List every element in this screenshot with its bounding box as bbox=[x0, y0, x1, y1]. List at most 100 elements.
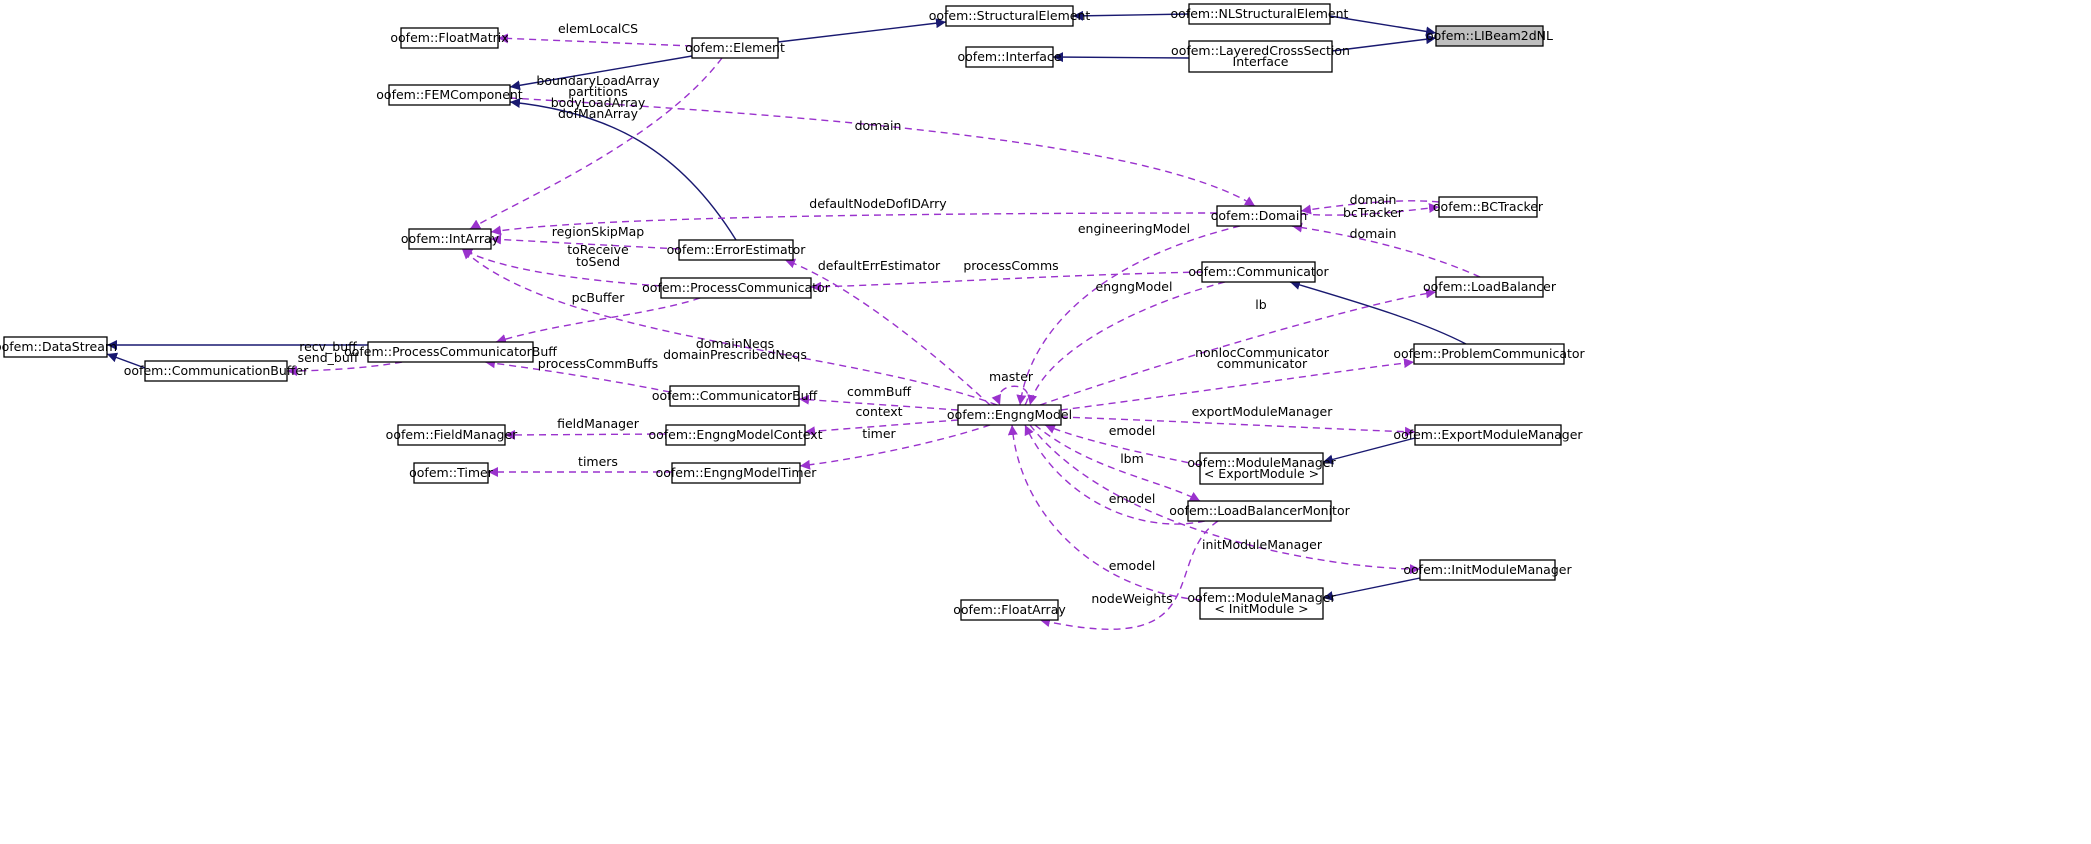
node-label: oofem::EngngModelContext bbox=[648, 427, 822, 442]
node-int-array[interactable]: oofem::IntArray bbox=[401, 228, 500, 250]
node-float-array[interactable]: oofem::FloatArray bbox=[953, 599, 1066, 621]
usage-edge-process-communicator-to-communicator bbox=[810, 271, 1203, 292]
node-box-int-array bbox=[408, 228, 492, 250]
node-box-communicator-buff bbox=[669, 385, 800, 407]
node-box-load-balancer bbox=[1435, 276, 1544, 298]
edge-label: context bbox=[855, 404, 902, 419]
edge-label: commBuff bbox=[847, 384, 911, 399]
edge-label: send_buff bbox=[298, 350, 359, 365]
edges-layer bbox=[106, 10, 1481, 630]
node-box-process-communicator bbox=[660, 277, 812, 299]
edge-label: boundaryLoadArray bbox=[536, 73, 660, 88]
node-label: oofem::LIBeam2dNL bbox=[1426, 28, 1553, 43]
node-box-bc-tracker bbox=[1438, 196, 1538, 218]
node-label: Interface bbox=[1233, 54, 1289, 69]
node-error-estimator[interactable]: oofem::ErrorEstimator bbox=[667, 239, 807, 261]
edge-label: fieldManager bbox=[557, 416, 640, 431]
node-box-structural-element bbox=[945, 5, 1074, 27]
usage-edge-error-estimator-to-engng-model bbox=[784, 258, 991, 406]
node-structural-element[interactable]: oofem::StructuralElement bbox=[929, 5, 1091, 27]
inheritance-edge-module-manager-init-to-init-module-manager bbox=[1322, 577, 1421, 601]
node-label: oofem::FloatArray bbox=[953, 602, 1066, 617]
node-box-engng-model-context bbox=[665, 424, 806, 446]
edge-label: master bbox=[989, 369, 1034, 384]
node-box-communication-buffer bbox=[144, 360, 288, 382]
node-label: oofem::LayeredCrossSection bbox=[1171, 43, 1350, 58]
node-engng-model-context[interactable]: oofem::EngngModelContext bbox=[648, 424, 823, 446]
node-float-matrix[interactable]: oofem::FloatMatrix bbox=[390, 27, 509, 49]
node-engng-model-timer[interactable]: oofem::EngngModelTimer bbox=[656, 462, 818, 484]
node-box-nl-structural-element bbox=[1188, 3, 1331, 25]
node-label: oofem::Interface bbox=[958, 49, 1062, 64]
usage-edge-process-communicator-buff-to-communicator-buff bbox=[484, 358, 671, 393]
node-load-balancer[interactable]: oofem::LoadBalancer bbox=[1423, 276, 1557, 298]
node-process-communicator-buff[interactable]: oofem::ProcessCommunicatorBuff bbox=[344, 341, 557, 363]
node-li-beam2d-nl[interactable]: oofem::LIBeam2dNL bbox=[1426, 25, 1553, 47]
edge-label: pcBuffer bbox=[572, 290, 626, 305]
node-box-engng-model-timer bbox=[671, 462, 801, 484]
node-label: oofem::EngngModel bbox=[947, 407, 1072, 422]
node-box-data-stream bbox=[3, 336, 108, 358]
node-load-balancer-monitor[interactable]: oofem::LoadBalancerMonitor bbox=[1169, 500, 1351, 522]
node-engng-model[interactable]: oofem::EngngModel bbox=[947, 404, 1072, 426]
node-timer[interactable]: oofem::Timer bbox=[409, 462, 494, 484]
node-box-init-module-manager bbox=[1419, 559, 1556, 581]
node-init-module-manager[interactable]: oofem::InitModuleManager bbox=[1403, 559, 1572, 581]
node-box-engng-model bbox=[957, 404, 1062, 426]
node-domain[interactable]: oofem::Domain bbox=[1211, 205, 1308, 227]
node-label: oofem::EngngModelTimer bbox=[656, 465, 818, 480]
node-label: oofem::IntArray bbox=[401, 231, 500, 246]
usage-edge-int-array-to-engng-model bbox=[461, 248, 998, 406]
node-data-stream[interactable]: oofem::DataStream bbox=[0, 336, 117, 358]
usage-edge-engng-model-to-engng-model bbox=[991, 385, 1029, 406]
inheritance-edge-nl-structural-element-to-li-beam2d-nl bbox=[1329, 15, 1437, 37]
edge-label: partitions bbox=[568, 84, 628, 99]
edge-label: emodel bbox=[1109, 558, 1156, 573]
edge-label: defaultErrEstimator bbox=[818, 258, 941, 273]
node-communicator-buff[interactable]: oofem::CommunicatorBuff bbox=[652, 385, 818, 407]
node-box-float-array bbox=[960, 599, 1059, 621]
node-interface[interactable]: oofem::Interface bbox=[958, 46, 1062, 68]
node-label: oofem::CommunicationBuffer bbox=[124, 363, 309, 378]
node-box-element bbox=[691, 37, 779, 59]
node-label: oofem::ExportModuleManager bbox=[1393, 427, 1583, 442]
usage-edge-int-array-to-element bbox=[469, 57, 723, 230]
node-export-module-manager[interactable]: oofem::ExportModuleManager bbox=[1393, 424, 1583, 446]
node-box-export-module-manager bbox=[1414, 424, 1562, 446]
node-bc-tracker[interactable]: oofem::BCTracker bbox=[1433, 196, 1544, 218]
node-module-manager-init[interactable]: oofem::ModuleManager< InitModule > bbox=[1187, 587, 1336, 620]
usage-edge-engng-model-to-module-manager-init bbox=[1007, 424, 1201, 601]
usage-edge-load-balancer-monitor-to-engng-model bbox=[1034, 424, 1201, 502]
node-box-float-matrix bbox=[400, 27, 499, 49]
node-module-manager-export[interactable]: oofem::ModuleManager< ExportModule > bbox=[1187, 452, 1336, 485]
edge-label: processCommBuffs bbox=[538, 356, 658, 371]
edge-label: processComms bbox=[963, 258, 1058, 273]
usage-edge-int-array-to-process-communicator bbox=[461, 248, 662, 287]
node-box-problem-communicator bbox=[1413, 343, 1565, 365]
node-fem-component[interactable]: oofem::FEMComponent bbox=[376, 84, 523, 106]
usage-edge-engng-model-to-domain bbox=[1016, 225, 1241, 406]
usage-edge-init-module-manager-to-engng-model bbox=[1029, 424, 1421, 575]
node-label: oofem::FieldManager bbox=[386, 427, 518, 442]
node-label: oofem::ModuleManager bbox=[1187, 590, 1336, 605]
edge-label: defaultNodeDofIDArry bbox=[809, 196, 947, 211]
edge-label: initModuleManager bbox=[1202, 537, 1323, 552]
usage-edge-float-matrix-to-element bbox=[497, 33, 693, 47]
node-communication-buffer[interactable]: oofem::CommunicationBuffer bbox=[124, 360, 309, 382]
node-box-domain bbox=[1216, 205, 1302, 227]
node-field-manager[interactable]: oofem::FieldManager bbox=[386, 424, 518, 446]
node-label: oofem::CommunicatorBuff bbox=[652, 388, 818, 403]
inheritance-edge-interface-to-layered-cross-section-interface bbox=[1052, 52, 1190, 63]
node-process-communicator[interactable]: oofem::ProcessCommunicator bbox=[642, 277, 831, 299]
node-element[interactable]: oofem::Element bbox=[685, 37, 785, 59]
node-nl-structural-element[interactable]: oofem::NLStructuralElement bbox=[1171, 3, 1349, 25]
node-label: oofem::FEMComponent bbox=[376, 87, 523, 102]
inheritance-edge-structural-element-to-nl-structural-element bbox=[1072, 10, 1190, 21]
edge-label: domainPrescribedNeqs bbox=[663, 347, 807, 362]
inheritance-edge-fem-component-to-element bbox=[509, 55, 693, 91]
edge-label: emodel bbox=[1109, 423, 1156, 438]
node-problem-communicator[interactable]: oofem::ProblemCommunicator bbox=[1393, 343, 1586, 365]
node-communicator[interactable]: oofem::Communicator bbox=[1188, 261, 1329, 283]
